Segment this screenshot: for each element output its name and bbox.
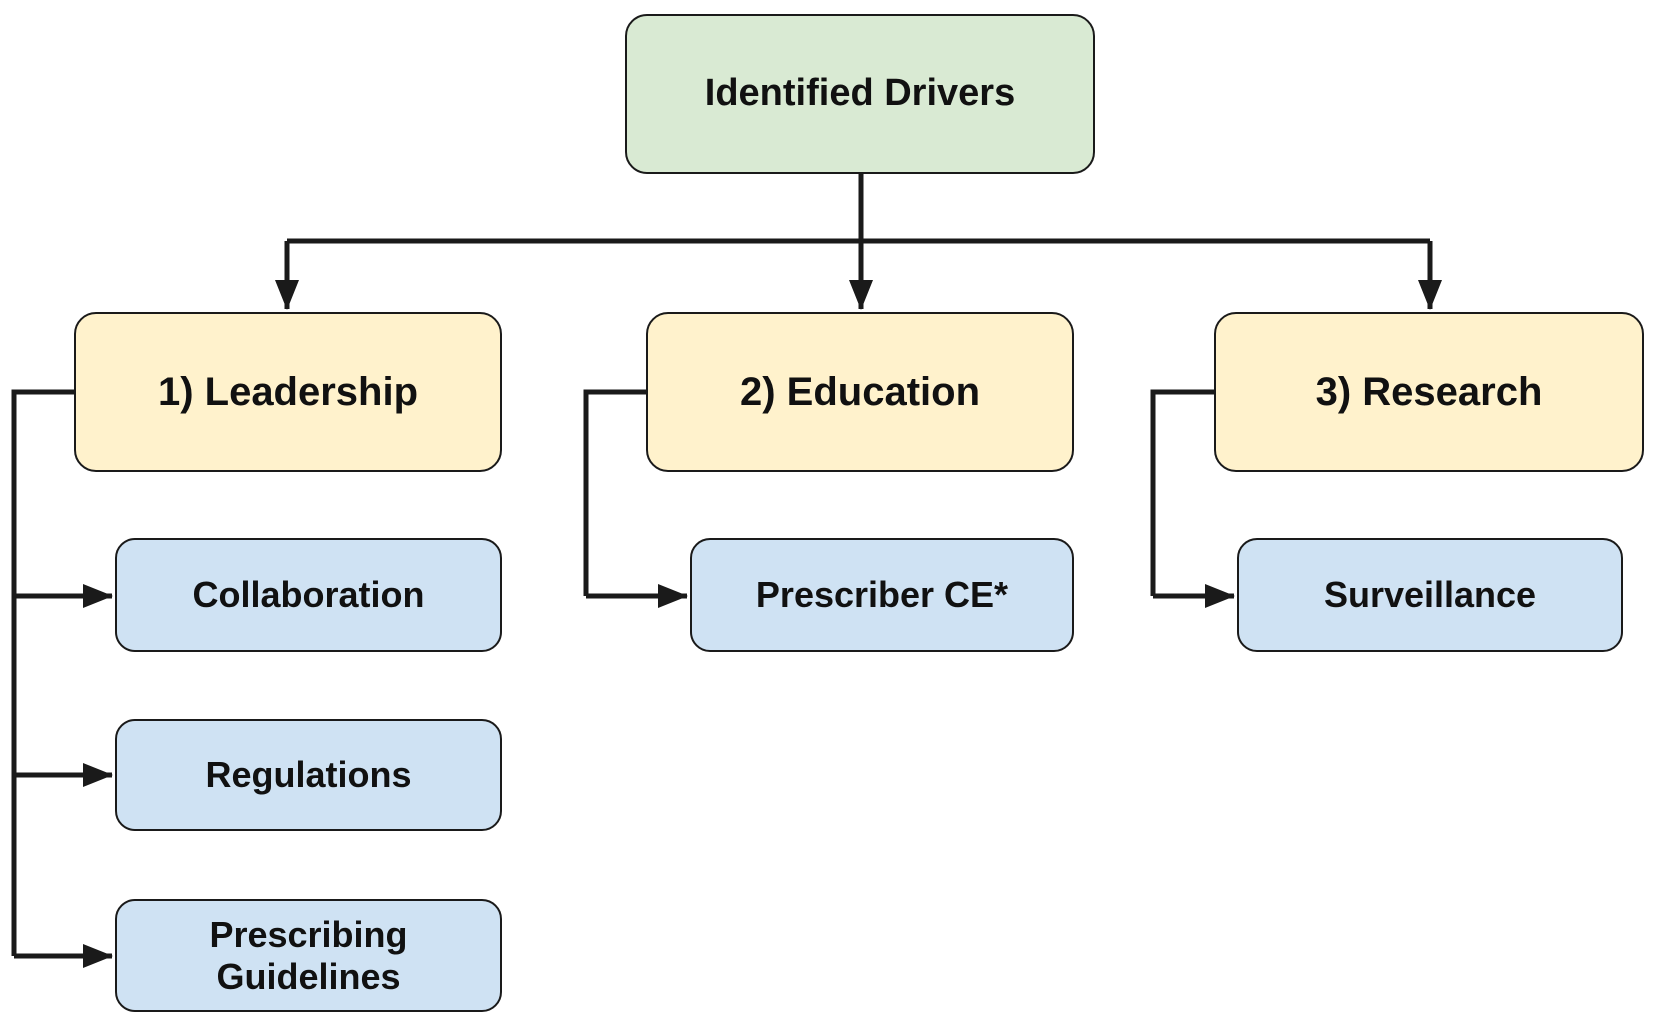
sub-node-regulations: Regulations	[115, 719, 502, 831]
leadership-spine-line	[11, 389, 74, 956]
sub-node-prescriber-ce: Prescriber CE*	[690, 538, 1074, 652]
driver-node-leadership: 1) Leadership	[74, 312, 502, 472]
root-node-identified-drivers: Identified Drivers	[625, 14, 1095, 174]
research-spine-line	[1150, 389, 1214, 596]
driver-node-research: 3) Research	[1214, 312, 1644, 472]
education-spine-line	[583, 389, 646, 596]
sub-node-prescribing-guidelines: Prescribing Guidelines	[115, 899, 502, 1012]
driver-node-education: 2) Education	[646, 312, 1074, 472]
sub-node-surveillance: Surveillance	[1237, 538, 1623, 652]
sub-node-collaboration: Collaboration	[115, 538, 502, 652]
